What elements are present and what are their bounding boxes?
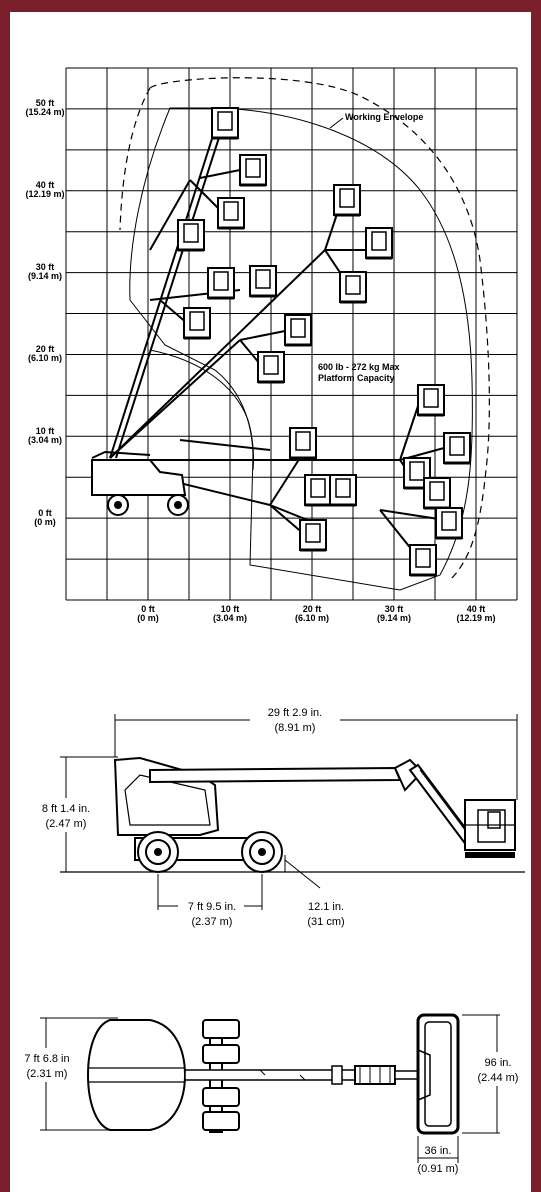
width-ft: 7 ft 6.8 in: [24, 1053, 69, 1065]
height-m: (2.47 m): [46, 818, 87, 830]
platform-operator: [339, 188, 355, 208]
length-m: (8.91 m): [275, 722, 316, 734]
platform-operator: [449, 436, 465, 456]
platform-operator: [189, 311, 205, 331]
length-ft: 29 ft 2.9 in.: [268, 707, 322, 719]
y-label-30-ft: 30 ft: [36, 262, 55, 272]
platform-basket: [239, 154, 267, 186]
y-label-50-m: (15.24 m): [25, 107, 64, 117]
y-label-20-m: (6.10 m): [28, 353, 62, 363]
side-view: 29 ft 2.9 in. (8.91 m) 8 ft 1.4 in. (2.4…: [30, 700, 525, 928]
capacity-line2: Platform Capacity: [318, 373, 395, 383]
y-label-40-ft: 40 ft: [36, 180, 55, 190]
platform-operator: [441, 511, 457, 531]
platform-basket: [211, 107, 239, 139]
x-label-0-m: (0 m): [137, 613, 159, 623]
boom-positions: [109, 119, 456, 561]
y-label-0-m: (0 m): [34, 517, 56, 527]
x-label-40-ft: 40 ft: [467, 604, 486, 614]
platform-basket: [365, 227, 393, 259]
y-label-0-ft: 0 ft: [38, 508, 52, 518]
platform-width-in: 96 in.: [485, 1057, 512, 1069]
platform-operator: [305, 523, 321, 543]
capacity-line1: 600 lb - 272 kg Max: [318, 362, 400, 372]
wheelbase-ft: 7 ft 9.5 in.: [188, 901, 236, 913]
wheelbase-m: (2.37 m): [192, 916, 233, 928]
x-label-10-ft: 10 ft: [221, 604, 240, 614]
platform-basket: [409, 544, 437, 576]
y-label-10-m: (3.04 m): [28, 435, 62, 445]
working-envelope-label: Working Envelope: [345, 112, 423, 122]
outer-envelope-dashed: [149, 77, 490, 581]
platform-depth-in: 36 in.: [425, 1145, 452, 1157]
platform-operator: [295, 431, 311, 451]
envelope-x-labels: 0 ft (0 m) 10 ft (3.04 m) 20 ft (6.10 m)…: [137, 604, 495, 623]
platform-operator: [310, 478, 326, 498]
platform-operator: [245, 158, 261, 178]
left-envelope-dashed: [119, 87, 151, 231]
x-label-40-m: (12.19 m): [456, 613, 495, 623]
top-view: 7 ft 6.8 in (2.31 m) 96 in. (2.44 m): [16, 1013, 524, 1175]
platform-operator: [345, 275, 361, 295]
platform-operator: [423, 388, 439, 408]
y-label-30-m: (9.14 m): [28, 271, 62, 281]
y-label-10-ft: 10 ft: [36, 426, 55, 436]
platform-baskets: [177, 107, 471, 577]
platform-operator: [223, 201, 239, 221]
platform-operator: [217, 111, 233, 131]
platform-operator: [263, 355, 279, 375]
platform-basket: [249, 265, 277, 297]
platform-basket: [329, 474, 357, 506]
platform-basket: [177, 219, 205, 251]
platform-operator: [335, 478, 351, 498]
inner-envelope-solid: [129, 107, 473, 591]
envelope-y-labels: 50 ft (15.24 m) 40 ft (12.19 m) 30 ft (9…: [25, 98, 64, 527]
x-label-30-ft: 30 ft: [385, 604, 404, 614]
platform-operator: [183, 223, 199, 243]
platform-operator: [290, 318, 306, 338]
y-label-40-m: (12.19 m): [25, 189, 64, 199]
width-m: (2.31 m): [27, 1068, 68, 1080]
x-label-10-m: (3.04 m): [213, 613, 247, 623]
platform-operator: [429, 481, 445, 501]
y-label-20-ft: 20 ft: [36, 344, 55, 354]
inner-arc: [149, 349, 254, 471]
platform-basket: [284, 314, 312, 346]
platform-basket: [207, 267, 235, 299]
x-label-0-ft: 0 ft: [141, 604, 155, 614]
platform-operator: [213, 271, 229, 291]
platform-width-m: (2.44 m): [478, 1072, 519, 1084]
platform-operator: [415, 548, 431, 568]
platform-basket: [423, 477, 451, 509]
x-label-30-m: (9.14 m): [377, 613, 411, 623]
platform-operator: [255, 269, 271, 289]
platform-operator: [371, 231, 387, 251]
envelope-machine: [91, 450, 189, 516]
x-label-20-m: (6.10 m): [295, 613, 329, 623]
platform-depth-m: (0.91 m): [418, 1163, 459, 1175]
x-label-20-ft: 20 ft: [303, 604, 322, 614]
y-label-50-ft: 50 ft: [36, 98, 55, 108]
height-ft: 8 ft 1.4 in.: [42, 803, 90, 815]
clearance-in: 12.1 in.: [308, 901, 344, 913]
clearance-cm: (31 cm): [307, 916, 344, 928]
envelope-chart: 50 ft (15.24 m) 40 ft (12.19 m) 30 ft (9…: [25, 67, 518, 623]
platform-operator: [409, 461, 425, 481]
